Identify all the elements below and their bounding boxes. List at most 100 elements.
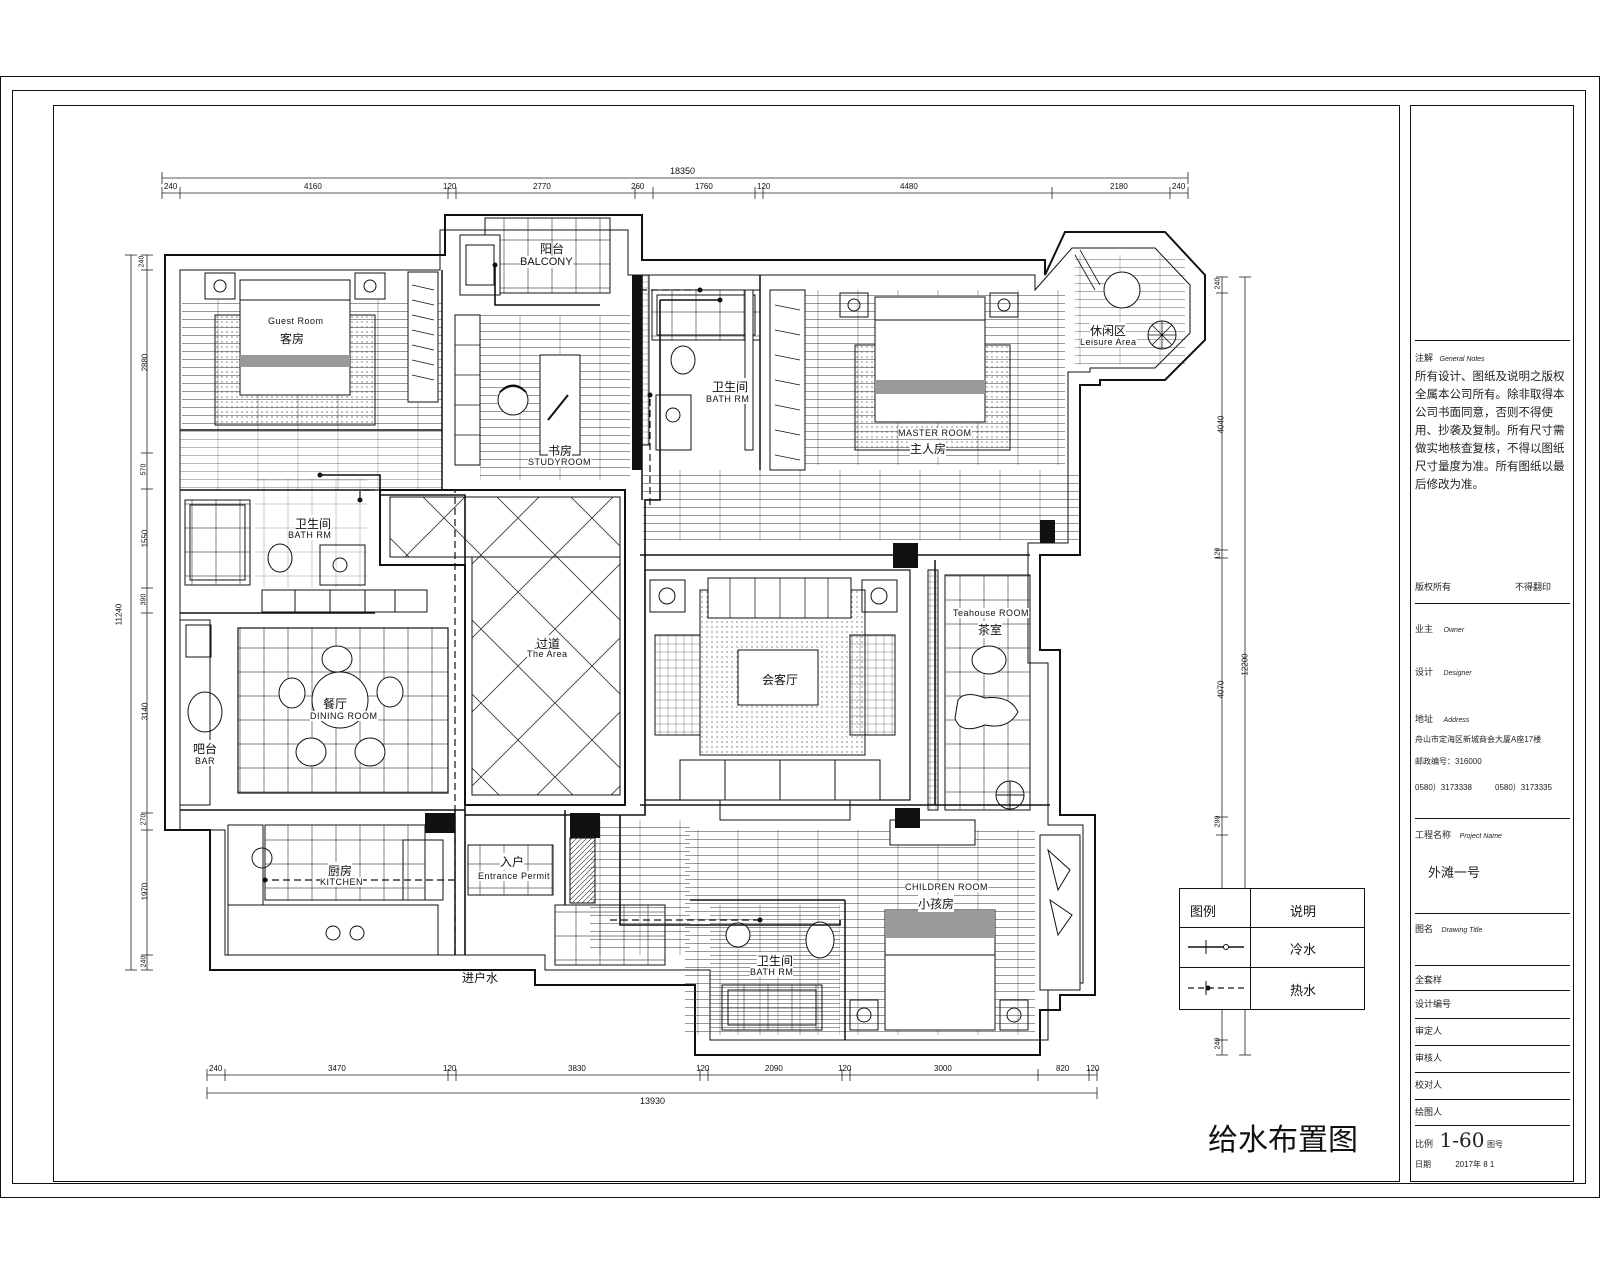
bath-child-label-en: BATH RM (750, 967, 794, 977)
address-row: 地址 Address (1415, 712, 1565, 725)
teahouse-label-cn: 茶室 (978, 621, 1003, 638)
tb-divider (1415, 818, 1570, 819)
hot-water-symbol (1188, 981, 1244, 995)
master-room-label-cn: 主人房 (910, 440, 947, 457)
notes-header: 注解 General Notes (1415, 351, 1565, 364)
tb-row-6: 绘图人 (1415, 1107, 1443, 1117)
dim-left-seg-8: 1970 (140, 882, 150, 901)
postcode: 邮政编号：316000 (1415, 757, 1482, 766)
dim-bottom-seg-1: 240 (209, 1064, 223, 1073)
area-label-en: The Area (527, 649, 568, 659)
notes-text: 所有设计、图纸及说明之版权全属本公司所有。除非取得本公司书面同意，否则不得使用、… (1415, 371, 1565, 491)
owner-row: 业主 Owner (1415, 622, 1565, 635)
legend-cold-water: 冷水 (1290, 942, 1317, 957)
children-room-label-cn: 小孩房 (918, 895, 955, 912)
legend-header-symbol: 图例 (1190, 904, 1217, 919)
copyright-value: 不得翻印 (1515, 582, 1552, 592)
dim-bottom-seg-4: 3830 (568, 1064, 586, 1073)
dim-top-seg-3: 120 (443, 182, 457, 191)
guest-room-label-en: Guest Room (268, 316, 324, 326)
area-label-cn: 过道 (536, 635, 561, 652)
living-room-label: 会客厅 (762, 671, 799, 688)
dim-top-total: 18350 (670, 166, 696, 176)
bar-label-cn: 吧台 (193, 740, 218, 757)
dim-bottom-seg-2: 3470 (328, 1064, 346, 1073)
tb-row-1: 全套样 (1415, 975, 1443, 985)
legend-hot-water: 热水 (1290, 983, 1317, 998)
dim-bottom-seg-10: 120 (1086, 1064, 1100, 1073)
water-inlet-label: 进户水 (462, 971, 499, 985)
notes-header-cn: 注解 (1415, 353, 1434, 363)
project-name: 外滩一号 (1428, 865, 1481, 880)
notes-header-en: General Notes (1439, 356, 1485, 363)
dim-left-seg-7: 270 (140, 813, 148, 826)
dim-bottom-seg-5: 120 (696, 1064, 710, 1073)
date-value: 2017年 8 1 (1455, 1160, 1495, 1169)
title-block-frame (1410, 105, 1574, 1182)
cold-water-symbol (1188, 940, 1244, 954)
bath-child-label-cn: 卫生间 (757, 952, 794, 969)
drawing-frame (53, 105, 1400, 1182)
dim-top-seg-10: 240 (1172, 182, 1186, 191)
dim-bottom-seg-7: 120 (838, 1064, 852, 1073)
drawing-name-label-en: Drawing Title (1441, 927, 1483, 934)
tb-divider (1415, 340, 1570, 341)
copyright-label: 版权所有 (1415, 582, 1452, 592)
entrance-label-en: Entrance Permit (478, 871, 551, 881)
tb-divider (1415, 1072, 1570, 1073)
designer-label-en: Designer (1443, 670, 1472, 677)
designer-row: 设计 Designer (1415, 665, 1565, 678)
bath-guest-label-en: BATH RM (288, 530, 332, 540)
owner-label-en: Owner (1443, 627, 1465, 634)
dim-left-seg-3: 570 (140, 463, 148, 476)
project-label: 工程名称 (1415, 830, 1452, 840)
dim-top-seg-4: 2770 (533, 182, 551, 191)
children-room-label-en: CHILDREN ROOM (905, 882, 989, 892)
tb-divider (1415, 990, 1570, 991)
drawing-name-label: 图名 (1415, 924, 1434, 934)
legend-divider (1250, 889, 1251, 1009)
dim-top-seg-6: 1760 (695, 182, 713, 191)
dim-top-seg-9: 2180 (1110, 182, 1128, 191)
dim-left-seg-6: 3140 (140, 702, 150, 721)
date-row: 日期 2017年 8 1 (1415, 1159, 1565, 1170)
dim-left-seg-2: 2880 (140, 353, 150, 372)
inner-border (12, 90, 1586, 1184)
balcony-label-cn: 阳台 (540, 242, 565, 256)
tb-row-2: 设计编号 (1415, 999, 1452, 1009)
bar-label-en: BAR (195, 756, 216, 766)
legend-table: 图例 说明 冷水 热水 (1179, 888, 1365, 1010)
sheet-label: 图号 (1486, 1140, 1503, 1149)
dim-right-seg-4: 4070 (1216, 680, 1226, 699)
address-label: 地址 (1415, 714, 1434, 724)
dim-bottom-seg-3: 120 (443, 1064, 457, 1073)
tb-row-3: 审定人 (1415, 1026, 1443, 1036)
dim-left-seg-9: 240 (140, 955, 148, 968)
designer-label: 设计 (1415, 667, 1434, 677)
tb-divider (1415, 1045, 1570, 1046)
dim-top-seg-1: 240 (164, 182, 178, 191)
drawing-name-row: 图名 Drawing Title (1415, 922, 1565, 935)
kitchen-label-cn: 厨房 (328, 862, 353, 879)
dim-right-seg-5: 290 (1214, 815, 1222, 828)
bath-top-label-en: BATH RM (706, 394, 750, 404)
kitchen-label-en: KITCHEN (320, 877, 364, 887)
leisure-label-cn: 休闲区 (1090, 322, 1127, 339)
legend-row-line (1180, 927, 1364, 928)
legend-row-line (1180, 967, 1364, 968)
dim-right-seg-1: 240 (1214, 277, 1222, 290)
dim-left-seg-1: 240 (138, 255, 146, 268)
guest-room-label-cn: 客房 (280, 330, 305, 347)
phone-2: 0580）3173335 (1495, 783, 1552, 792)
leisure-label-en: Leisure Area (1080, 337, 1137, 347)
dining-label-cn: 餐厅 (323, 695, 348, 712)
date-label: 日期 (1415, 1160, 1431, 1169)
project-label-en: Project Name (1459, 833, 1502, 840)
balcony-label-en: BALCONY (520, 256, 573, 268)
study-label-cn: 书房 (548, 442, 573, 459)
dim-bottom-seg-9: 820 (1056, 1064, 1070, 1073)
master-room-label-en: MASTER ROOM (898, 428, 972, 438)
copyright-row: 版权所有 不得翻印 (1415, 580, 1565, 593)
tb-row-4: 审核人 (1415, 1053, 1443, 1063)
